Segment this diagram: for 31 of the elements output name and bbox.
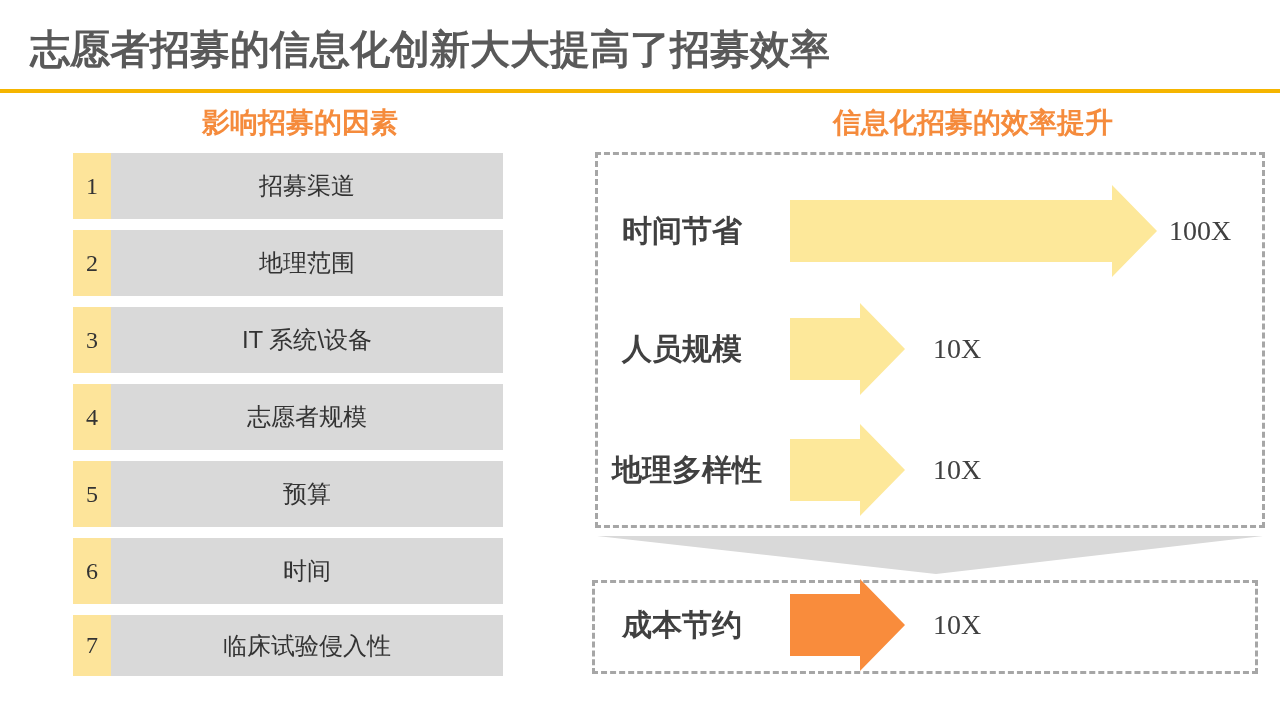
factor-label: 招募渠道 [111,153,503,219]
multiplier-value: 100X [1157,200,1257,262]
row-number: 7 [73,615,111,676]
row-number: 5 [73,461,111,527]
section-heading: 影响招募的因素 [201,106,399,140]
row-number: 4 [73,384,111,450]
section-heading: 信息化招募的效率提升 [831,106,1114,140]
multiplier-value: 10X [905,318,1025,380]
metric-label: 地理多样性 [612,439,790,501]
metric-label: 人员规模 [622,318,790,380]
factor-label: 时间 [111,538,503,604]
dashed-frame [595,152,1265,528]
multiplier-value: 10X [905,594,1025,656]
block-arrow [790,424,905,516]
factor-label: IT 系统\设备 [111,307,503,373]
factor-label: 临床试验侵入性 [111,615,503,676]
factor-label: 地理范围 [111,230,503,296]
metric-label: 成本节约 [622,594,790,656]
title: 志愿者招募的信息化创新大大提高了招募效率 [30,26,830,73]
metric-label: 时间节省 [622,200,790,262]
row-number: 1 [73,153,111,219]
block-arrow [790,185,1157,277]
row-number: 2 [73,230,111,296]
factor-label: 预算 [111,461,503,527]
block-arrow [790,303,905,395]
dashed-frame [592,580,1258,674]
multiplier-value: 10X [905,439,1025,501]
factor-label: 志愿者规模 [111,384,503,450]
row-number: 6 [73,538,111,604]
row-number: 3 [73,307,111,373]
block-arrow [790,579,905,671]
